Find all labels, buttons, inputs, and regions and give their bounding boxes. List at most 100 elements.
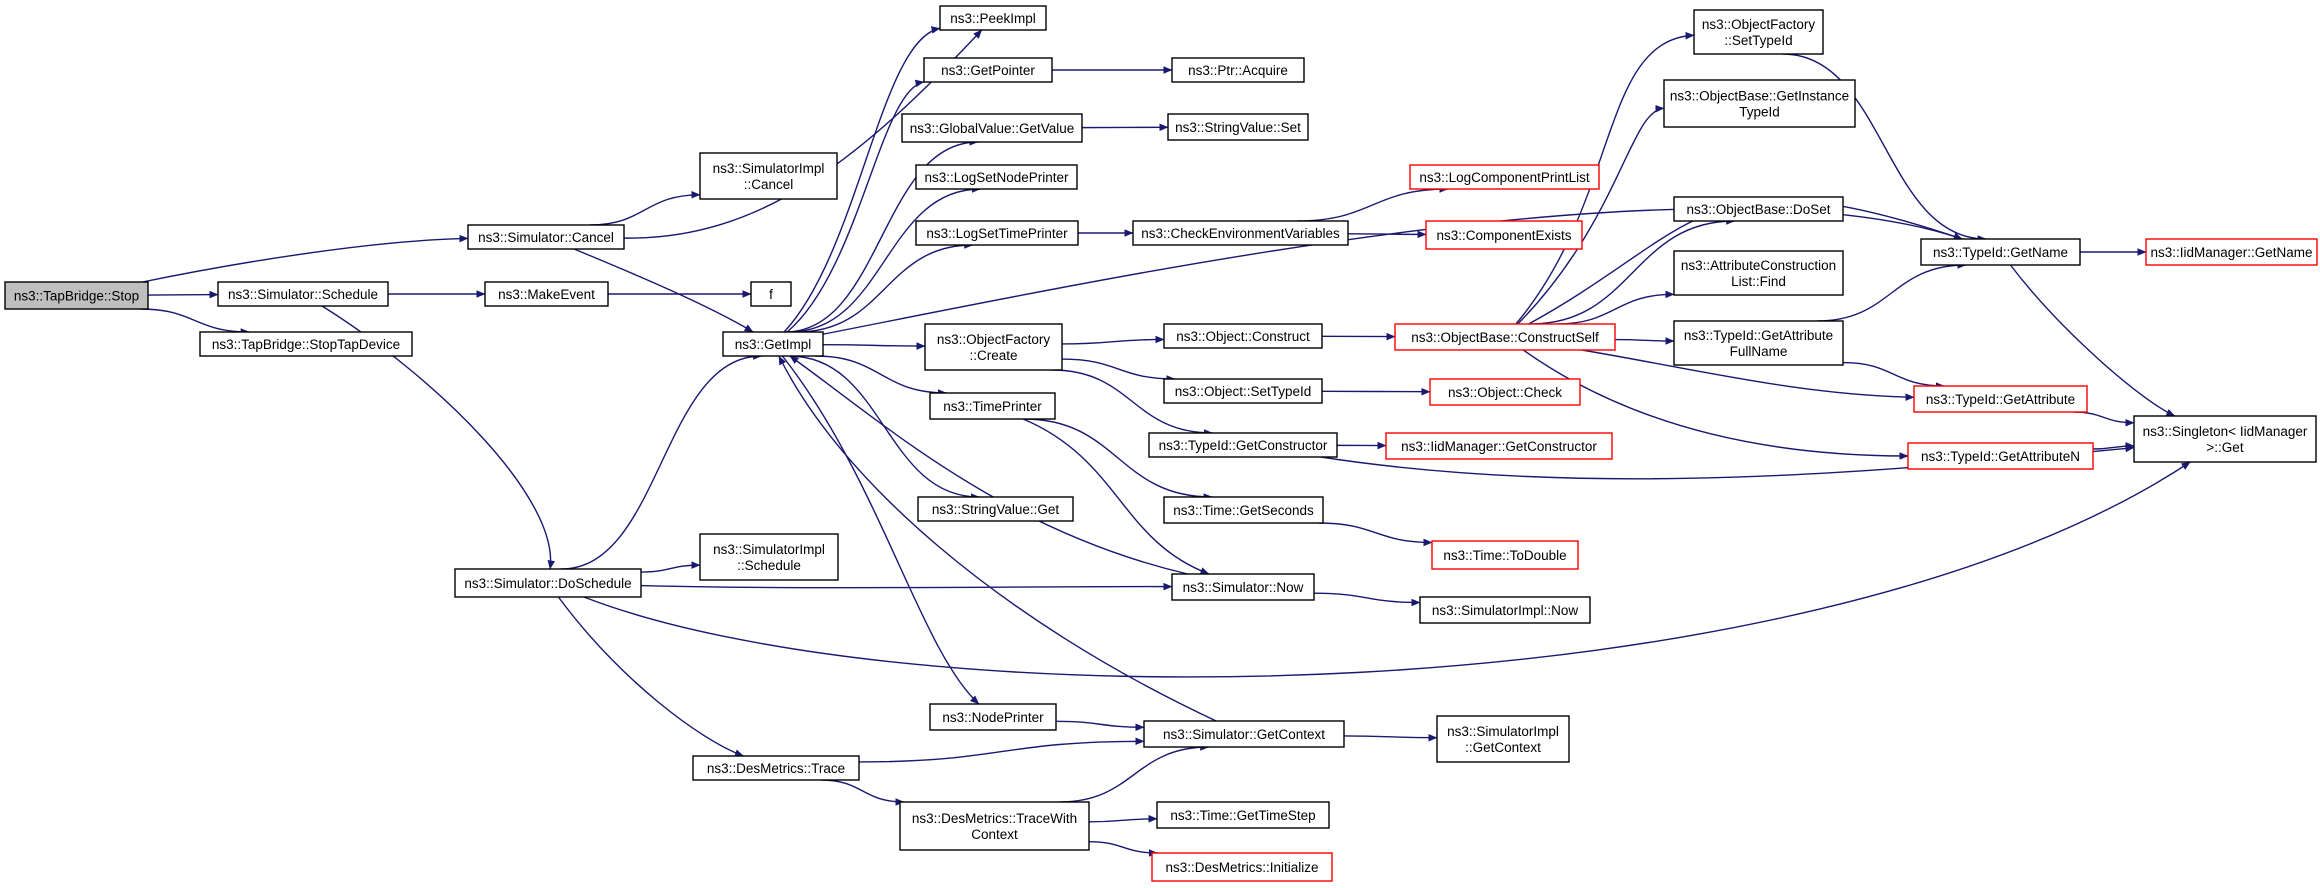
node-box[interactable]	[1436, 715, 1570, 763]
node-box[interactable]	[1171, 57, 1305, 83]
node-time-todouble[interactable]: ns3::Time::ToDouble	[1431, 540, 1579, 570]
node-box[interactable]	[4, 281, 149, 310]
node-objfactory-create[interactable]: ns3::ObjectFactory::Create	[924, 323, 1063, 371]
node-box[interactable]	[692, 755, 860, 781]
node-sim-schedule[interactable]: ns3::Simulator::Schedule	[217, 281, 389, 307]
node-iid-getconstructor[interactable]: ns3::IidManager::GetConstructor	[1385, 432, 1613, 460]
node-box[interactable]	[1143, 720, 1345, 748]
node-box[interactable]	[1431, 540, 1579, 570]
node-box[interactable]	[454, 568, 642, 598]
node-box[interactable]	[924, 323, 1063, 371]
node-box[interactable]	[1913, 385, 2088, 413]
node-compexists[interactable]: ns3::ComponentExists	[1425, 220, 1583, 250]
node-box[interactable]	[1151, 852, 1333, 882]
node-box[interactable]	[1663, 79, 1856, 128]
node-simimpl-schedule[interactable]: ns3::SimulatorImpl::Schedule	[699, 533, 839, 581]
node-box[interactable]	[750, 281, 792, 307]
node-box[interactable]	[939, 5, 1047, 31]
node-stringvalue-set[interactable]: ns3::StringValue::Set	[1167, 113, 1309, 141]
node-box[interactable]	[917, 496, 1074, 522]
node-checkenv[interactable]: ns3::CheckEnvironmentVariables	[1132, 220, 1349, 246]
node-box[interactable]	[199, 331, 413, 357]
node-box[interactable]	[1163, 323, 1323, 349]
node-doschedule[interactable]: ns3::Simulator::DoSchedule	[454, 568, 642, 598]
node-obj-construct[interactable]: ns3::Object::Construct	[1163, 323, 1323, 349]
node-box[interactable]	[901, 113, 1083, 143]
node-typeid-getattributen[interactable]: ns3::TypeId::GetAttributeN	[1907, 442, 2094, 470]
node-box[interactable]	[1409, 164, 1600, 190]
node-obj-check[interactable]: ns3::Object::Check	[1429, 378, 1581, 406]
node-ptr-acquire[interactable]: ns3::Ptr::Acquire	[1171, 57, 1305, 83]
node-obj-settypeid[interactable]: ns3::Object::SetTypeId	[1163, 378, 1323, 404]
node-simimpl-getcontext[interactable]: ns3::SimulatorImpl::GetContext	[1436, 715, 1570, 763]
node-box[interactable]	[1693, 9, 1824, 55]
node-objfactory-settypeid[interactable]: ns3::ObjectFactory::SetTypeId	[1693, 9, 1824, 55]
node-objbase-constructself[interactable]: ns3::ObjectBase::ConstructSelf	[1394, 323, 1616, 351]
node-stringvalue-get[interactable]: ns3::StringValue::Get	[917, 496, 1074, 522]
node-box[interactable]	[915, 164, 1078, 190]
node-box[interactable]	[1673, 196, 1844, 222]
node-box[interactable]	[1163, 378, 1323, 404]
node-iid-getname[interactable]: ns3::IidManager::GetName	[2145, 238, 2318, 266]
node-objbase-doset[interactable]: ns3::ObjectBase::DoSet	[1673, 196, 1844, 222]
node-box[interactable]	[1907, 442, 2094, 470]
node-lognodeprinter[interactable]: ns3::LogSetNodePrinter	[915, 164, 1078, 190]
node-box[interactable]	[722, 331, 824, 357]
node-time-gettimestep[interactable]: ns3::Time::GetTimeStep	[1156, 801, 1330, 829]
node-f[interactable]: f	[750, 281, 792, 307]
node-box[interactable]	[1673, 250, 1844, 296]
node-peekimpl[interactable]: ns3::PeekImpl	[939, 5, 1047, 31]
node-singleton-get[interactable]: ns3::Singleton< IidManager >::Get	[2133, 415, 2317, 463]
node-box[interactable]	[1171, 573, 1315, 601]
node-timeprinter[interactable]: ns3::TimePrinter	[929, 392, 1056, 420]
node-simimpl-now[interactable]: ns3::SimulatorImpl::Now	[1419, 596, 1591, 624]
node-box[interactable]	[2133, 415, 2317, 463]
node-box[interactable]	[2145, 238, 2318, 266]
node-stop[interactable]: ns3::TapBridge::Stop	[4, 281, 149, 310]
node-getimpl[interactable]: ns3::GetImpl	[722, 331, 824, 357]
node-box[interactable]	[699, 533, 839, 581]
node-box[interactable]	[699, 152, 838, 200]
node-box[interactable]	[1167, 113, 1309, 141]
node-box[interactable]	[1419, 596, 1591, 624]
node-box[interactable]	[923, 57, 1053, 83]
node-box[interactable]	[1163, 496, 1324, 524]
node-sim-cancel[interactable]: ns3::Simulator::Cancel	[467, 224, 625, 250]
node-des-trace[interactable]: ns3::DesMetrics::Trace	[692, 755, 860, 781]
node-box[interactable]	[1673, 320, 1844, 366]
node-box[interactable]	[1429, 378, 1581, 406]
node-sim-now[interactable]: ns3::Simulator::Now	[1171, 573, 1315, 601]
node-box[interactable]	[899, 801, 1090, 851]
node-box[interactable]	[1920, 238, 2081, 266]
node-typeid-getconstructor[interactable]: ns3::TypeId::GetConstructor	[1148, 432, 1338, 458]
node-logcomplist[interactable]: ns3::LogComponentPrintList	[1409, 164, 1600, 190]
node-box[interactable]	[1385, 432, 1613, 460]
node-logtimeprinter[interactable]: ns3::LogSetTimePrinter	[915, 220, 1079, 246]
node-globalvalue-get[interactable]: ns3::GlobalValue::GetValue	[901, 113, 1083, 143]
node-box[interactable]	[1156, 801, 1330, 829]
node-box[interactable]	[1394, 323, 1616, 351]
node-box[interactable]	[484, 281, 609, 307]
node-des-initialize[interactable]: ns3::DesMetrics::Initialize	[1151, 852, 1333, 882]
node-sim-getcontext[interactable]: ns3::Simulator::GetContext	[1143, 720, 1345, 748]
node-box[interactable]	[467, 224, 625, 250]
node-simimpl-cancel[interactable]: ns3::SimulatorImpl::Cancel	[699, 152, 838, 200]
node-box[interactable]	[929, 392, 1056, 420]
node-box[interactable]	[1132, 220, 1349, 246]
node-typeid-getname[interactable]: ns3::TypeId::GetName	[1920, 238, 2081, 266]
node-nodeprinter[interactable]: ns3::NodePrinter	[929, 703, 1057, 731]
node-box[interactable]	[1425, 220, 1583, 250]
node-box[interactable]	[217, 281, 389, 307]
node-box[interactable]	[1148, 432, 1338, 458]
node-box[interactable]	[929, 703, 1057, 731]
node-typeid-getattribute[interactable]: ns3::TypeId::GetAttribute	[1913, 385, 2088, 413]
node-box[interactable]	[915, 220, 1079, 246]
node-makeevent[interactable]: ns3::MakeEvent	[484, 281, 609, 307]
node-stoptap[interactable]: ns3::TapBridge::StopTapDevice	[199, 331, 413, 357]
node-getpointer[interactable]: ns3::GetPointer	[923, 57, 1053, 83]
node-time-getseconds[interactable]: ns3::Time::GetSeconds	[1163, 496, 1324, 524]
